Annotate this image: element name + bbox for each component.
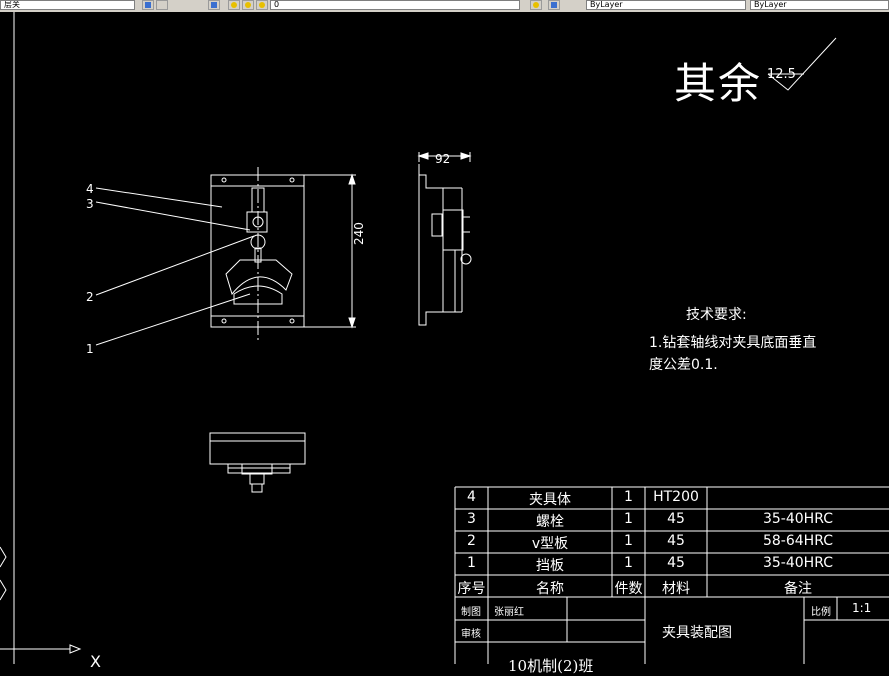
- make-current-icon[interactable]: [530, 0, 542, 10]
- width-dimension-text: 92: [435, 152, 451, 166]
- bom-cell-name: 螺栓: [536, 514, 564, 530]
- title-block-grid: [455, 597, 889, 664]
- tech-requirements-line: 1.钻套轴线对夹具底面垂直: [649, 335, 817, 351]
- leader-number: 1: [86, 342, 94, 356]
- roughness-value: 12.5: [767, 67, 796, 82]
- leader-number: 3: [86, 197, 94, 211]
- bom-header-remark: 备注: [784, 581, 812, 597]
- color-dropdown[interactable]: ByLayer: [586, 0, 746, 10]
- roughness-symbol: [767, 37, 837, 91]
- bolt-head: [246, 211, 268, 233]
- bom-cell-qty: 1: [624, 489, 633, 505]
- bom-cell-material: 45: [667, 555, 685, 571]
- bom-cell-no: 3: [467, 511, 476, 527]
- drawing-title: 夹具装配图: [662, 625, 732, 641]
- linetype-dropdown[interactable]: ByLayer: [750, 0, 889, 10]
- class-name: 10机制(2)班: [508, 657, 594, 675]
- bom-cell-qty: 1: [624, 511, 633, 527]
- bom-cell-name: v型板: [531, 536, 569, 552]
- bom-cell-remark: 35-40HRC: [762, 511, 833, 527]
- tech-requirements-title: 技术要求:: [686, 307, 747, 323]
- leader-number: 4: [86, 182, 94, 196]
- drawn-by-label: 制图: [461, 607, 481, 618]
- bom-cell-remark: 35-40HRC: [762, 555, 833, 571]
- layer-tools-icon[interactable]: [208, 0, 220, 10]
- side-view-body: [418, 164, 444, 326]
- roughness-label: 其余: [674, 59, 763, 108]
- leader-number: 2: [86, 290, 94, 304]
- lightbulb-icon[interactable]: [228, 0, 240, 10]
- layer-previous-icon[interactable]: [156, 0, 168, 10]
- layer-dropdown[interactable]: 层关: [0, 0, 135, 10]
- bom-header-name: 名称: [536, 581, 564, 597]
- layer-manager-icon[interactable]: [142, 0, 154, 10]
- cad-drawing: [0, 12, 889, 664]
- side-bolt-circle: [460, 253, 472, 265]
- bom-cell-name: 挡板: [536, 558, 564, 574]
- bom-cell-remark: 58-64HRC: [762, 533, 833, 549]
- bom-cell-name: 夹具体: [529, 492, 571, 508]
- height-dimension-text: 240: [352, 222, 366, 245]
- bolt-circle: [250, 234, 266, 250]
- current-layer-dropdown[interactable]: 0: [270, 0, 520, 10]
- toolbar: 层关 0 ByLayer ByLayer: [0, 0, 889, 13]
- top-view-plate: [209, 432, 306, 465]
- scale-value: 1:1: [852, 601, 872, 615]
- bom-header-material: 材料: [662, 581, 690, 597]
- lock-icon[interactable]: [256, 0, 268, 10]
- tech-requirements-line: 度公差0.1.: [649, 357, 718, 373]
- sun-icon[interactable]: [242, 0, 254, 10]
- bom-cell-qty: 1: [624, 555, 633, 571]
- bom-cell-material: 45: [667, 511, 685, 527]
- layer-states-icon[interactable]: [548, 0, 560, 10]
- bom-table-grid: [454, 486, 889, 664]
- drawing-canvas[interactable]: 其余 12.5 技术要求: 1.钻套轴线对夹具底面垂直 度公差0.1. 92 2…: [0, 12, 889, 675]
- bom-cell-qty: 1: [624, 533, 633, 549]
- bom-cell-no: 1: [467, 555, 476, 571]
- bom-cell-material: 45: [667, 533, 685, 549]
- bom-header-qty: 件数: [614, 581, 643, 597]
- stop-plate-part: [233, 285, 283, 305]
- ucs-x-label: X: [90, 652, 101, 671]
- bom-cell-no: 2: [467, 533, 476, 549]
- bom-cell-no: 4: [467, 489, 476, 505]
- drawn-by-name: 张丽红: [494, 607, 524, 618]
- scale-label: 比例: [811, 607, 831, 618]
- checked-by-label: 审核: [461, 629, 481, 640]
- bom-header-no: 序号: [457, 581, 486, 597]
- bom-cell-material: HT200: [653, 489, 699, 505]
- v-block-part: [225, 259, 293, 296]
